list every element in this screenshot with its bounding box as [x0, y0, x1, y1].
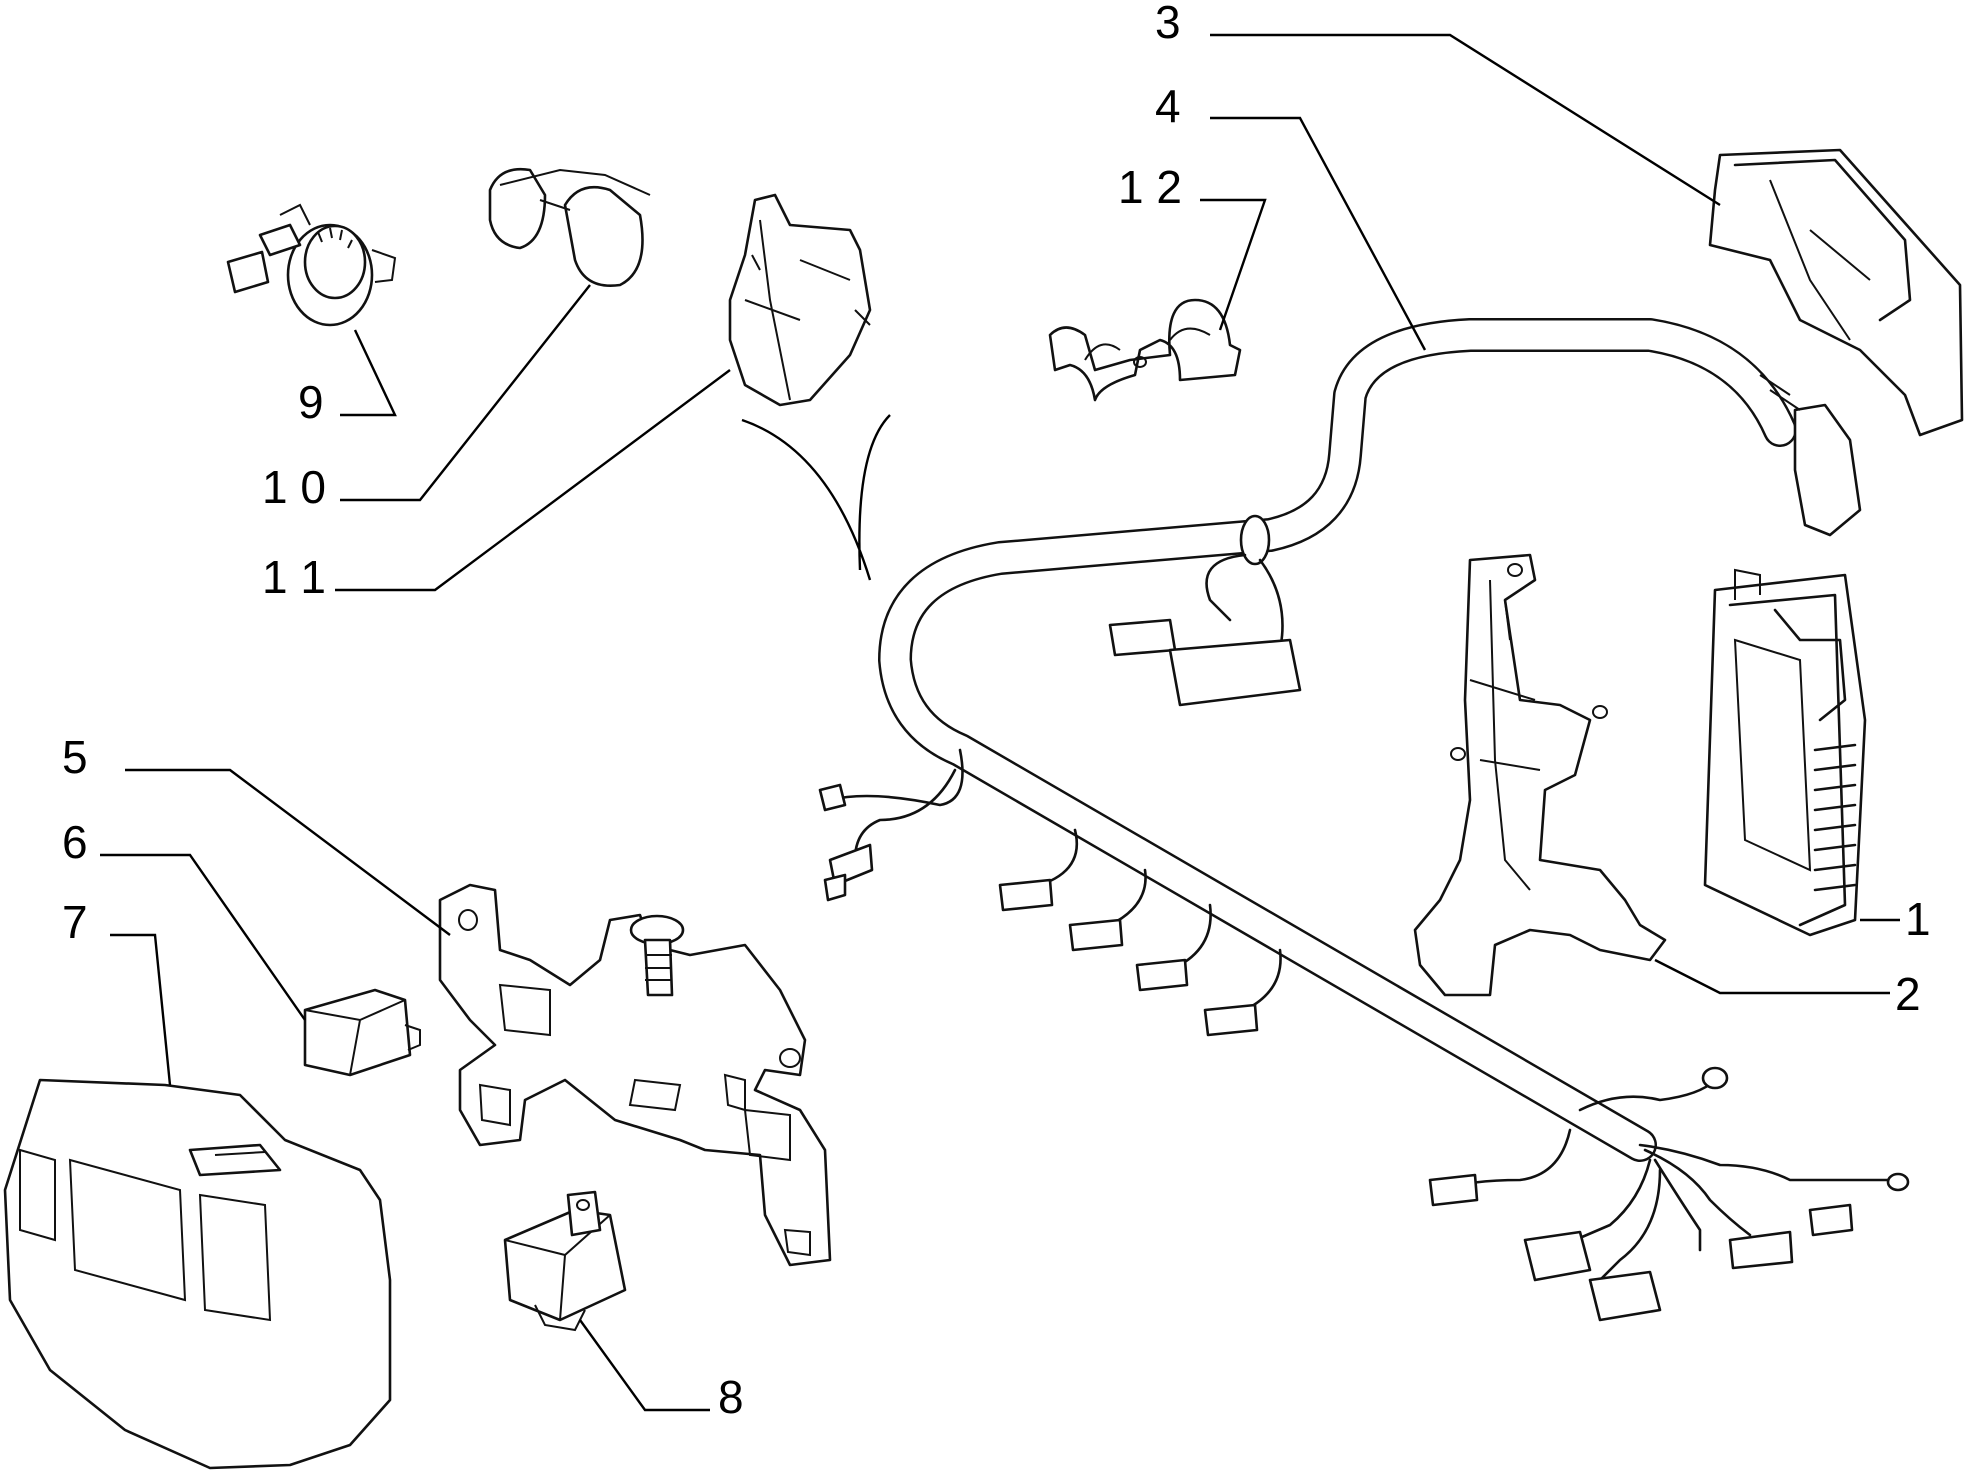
label-11: 1 1 — [262, 551, 326, 603]
label-6: 6 — [62, 816, 88, 868]
leader-lines — [100, 33, 1900, 1412]
label-9: 9 — [298, 376, 324, 428]
relay — [303, 988, 421, 1077]
wiring-harness — [741, 318, 1910, 1322]
label-7: 7 — [62, 896, 88, 948]
label-10: 1 0 — [262, 461, 326, 513]
bridge-clip — [1048, 298, 1242, 402]
label-5: 5 — [62, 731, 88, 783]
fuse-box-cover — [3, 1078, 392, 1470]
flasher-relay — [503, 1190, 627, 1332]
label-4: 4 — [1155, 80, 1181, 132]
cover — [1708, 148, 1964, 437]
hose-clamp — [226, 203, 397, 327]
label-8: 8 — [718, 1371, 744, 1423]
label-3: 3 — [1155, 0, 1181, 48]
rubber-boot — [728, 193, 872, 407]
label-12: 1 2 — [1118, 161, 1182, 213]
double-clip — [488, 167, 651, 288]
label-2: 2 — [1895, 968, 1921, 1020]
label-1: 1 — [1905, 893, 1931, 945]
mounting-bracket — [1413, 553, 1667, 997]
callout-labels: 1 2 3 4 5 6 7 8 9 1 0 1 1 1 2 — [62, 0, 1931, 1423]
control-unit — [1703, 568, 1867, 937]
relay-bracket-plate — [438, 883, 832, 1267]
